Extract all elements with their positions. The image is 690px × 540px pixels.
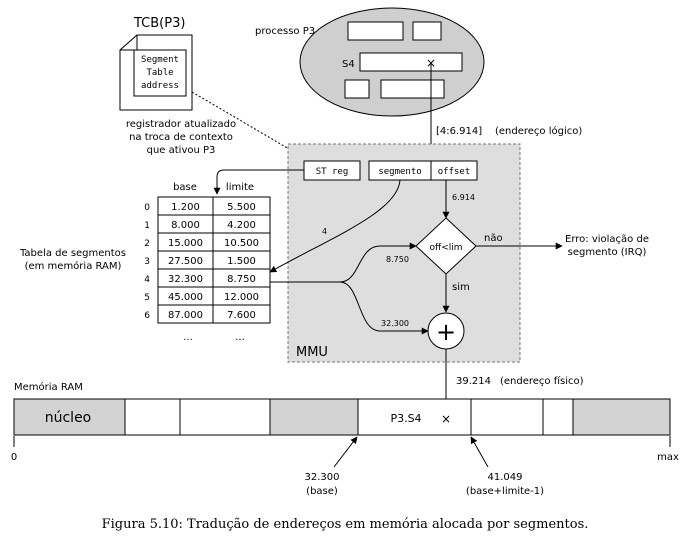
table-cell-limit xyxy=(212,304,271,324)
tcb-field-line2: Table xyxy=(146,68,173,78)
ram-kernel-block xyxy=(13,398,126,436)
tcb-note-line2: na troca de contexto xyxy=(129,132,233,143)
table-col-base: base xyxy=(173,182,197,193)
table-ellipsis-base: ... xyxy=(183,332,193,343)
mmu-label: MMU xyxy=(296,345,328,360)
table-row-index: 0 xyxy=(144,203,150,213)
table-row-index: 6 xyxy=(144,311,150,321)
tcb-note-line3: que ativou P3 xyxy=(147,145,216,156)
table-ellipsis-limit: ... xyxy=(235,332,245,343)
ram-base-value: 32.300 xyxy=(305,472,340,483)
table-row-limit: 10.500 xyxy=(224,238,259,249)
physical-address-value: 39.214 xyxy=(456,376,491,387)
tcb-field-line3: address xyxy=(141,81,179,91)
ram-used-block-2 xyxy=(572,398,671,436)
table-row-limit: 4.200 xyxy=(227,220,256,231)
ram-base-arrow xyxy=(333,436,358,468)
error-line1: Erro: violação de xyxy=(565,234,649,245)
segmento-label: segmento xyxy=(378,167,421,177)
ram-title: Memória RAM xyxy=(14,381,83,393)
segment-index-arrow xyxy=(269,179,401,273)
table-row-base: 8.000 xyxy=(171,220,200,231)
ram-start-label: 0 xyxy=(11,452,17,463)
table-row-base: 45.000 xyxy=(168,292,203,303)
base-to-adder-arrow xyxy=(339,281,429,335)
table-row-base: 27.500 xyxy=(168,256,203,267)
table-row-base: 87.000 xyxy=(168,310,203,321)
base-value: 32.300 xyxy=(381,319,409,328)
compare-label: off<lim xyxy=(429,243,462,253)
process-title: processo P3 xyxy=(255,26,315,37)
table-row-index: 4 xyxy=(144,275,150,285)
table-row-limit: 12.000 xyxy=(224,292,259,303)
s4-marker: × xyxy=(426,56,436,70)
segment-table-address-field xyxy=(133,49,187,97)
ram-used-block-1 xyxy=(269,398,359,436)
no-label: não xyxy=(484,233,503,244)
process-block-4 xyxy=(380,79,445,99)
table-row-base: 1.200 xyxy=(171,202,200,213)
ram-limit-value: 41.049 xyxy=(488,472,523,483)
process-block-3 xyxy=(344,79,370,99)
table-row-limit: 5.500 xyxy=(227,202,256,213)
st-reg-label: ST reg xyxy=(316,167,349,177)
table-caption-line1: Tabela de segmentos xyxy=(19,248,126,259)
tcb-field-line1: Segment xyxy=(141,55,179,65)
tcb-note-line1: registrador atualizado xyxy=(126,119,236,130)
ram-kernel-label: núcleo xyxy=(45,410,92,426)
physical-address-caption: (endereço físico) xyxy=(500,375,584,387)
table-row-base: 32.300 xyxy=(168,274,203,285)
table-col-limit: limite xyxy=(226,182,254,193)
table-row-index: 1 xyxy=(144,221,150,231)
error-line2: segmento (IRQ) xyxy=(568,247,647,258)
table-row-index: 5 xyxy=(144,293,150,303)
offset-field xyxy=(430,160,478,181)
segment-index-value: 4 xyxy=(322,227,327,236)
table-row-base: 15.000 xyxy=(168,238,203,249)
ram-segment-label: P3.S4 xyxy=(390,412,421,425)
ram-segment-marker: × xyxy=(441,412,451,426)
segment-table: 0 1.200 5.500 1 8.000 4.200 2 15.000 10.500 3 27.5… xyxy=(144,196,271,324)
table-row-limit: 7.600 xyxy=(227,310,256,321)
segment-s4-block xyxy=(359,52,463,72)
figure-caption: Figura 5.10: Tradução de endereços em me… xyxy=(102,517,589,532)
process-block-1 xyxy=(347,21,404,41)
process-block-2 xyxy=(412,21,442,41)
ram-p3-s4-block xyxy=(357,398,472,436)
ram-limit-caption: (base+limite-1) xyxy=(466,486,544,497)
ram-base-caption: (base) xyxy=(306,486,338,497)
streg-to-table-arrow xyxy=(213,169,304,195)
table-caption-line2: (em memória RAM) xyxy=(25,260,122,272)
ram-end-label: max xyxy=(657,452,679,463)
table-row-limit: 8.750 xyxy=(227,274,256,285)
offset-value: 6.914 xyxy=(452,193,475,202)
table-row-index: 3 xyxy=(144,257,150,267)
limit-value: 8.750 xyxy=(386,255,409,264)
logical-address-caption: (endereço lógico) xyxy=(495,125,582,137)
table-row-limit: 1.500 xyxy=(227,256,256,267)
adder-icon: + xyxy=(436,318,456,346)
tcb-title: TCB(P3) xyxy=(133,16,185,31)
table-row-index: 2 xyxy=(144,239,150,249)
ram-limit-arrow xyxy=(470,436,489,468)
yes-label: sim xyxy=(452,282,470,293)
offset-label: offset xyxy=(438,167,471,177)
segment-s4-label: S4 xyxy=(342,59,355,70)
logical-address-value: [4:6.914] xyxy=(436,126,482,137)
